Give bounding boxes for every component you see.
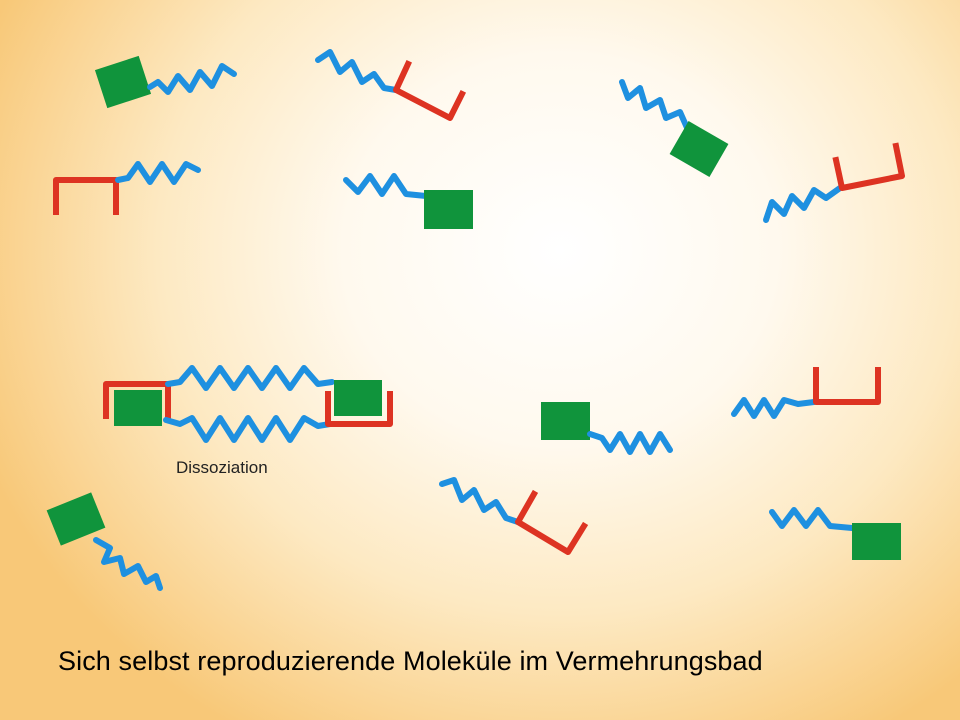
red-bracket-template <box>325 391 393 427</box>
molecule-block-top-right <box>619 79 729 177</box>
dissociation-label: Dissoziation <box>176 458 268 477</box>
molecule-block-center-right <box>541 402 673 455</box>
red-bracket-template <box>515 489 589 555</box>
molecule-block-center <box>343 173 473 229</box>
molecule-bracket-top-center <box>315 49 467 121</box>
red-bracket-template <box>53 177 119 215</box>
green-block <box>94 55 152 109</box>
wavy-chain <box>147 63 237 95</box>
wavy-chain <box>763 185 843 223</box>
molecule-block-top-left <box>94 55 237 109</box>
green-block <box>852 523 901 560</box>
dimer-complex <box>103 365 393 443</box>
molecule-bracket-right-middle <box>731 367 881 419</box>
wavy-chain-lower <box>163 415 333 443</box>
green-block <box>424 190 473 229</box>
molecule-bracket-left <box>53 161 201 215</box>
molecule-bracket-bottom-center <box>439 477 589 555</box>
wavy-chain <box>439 477 521 525</box>
wavy-chain <box>769 507 855 531</box>
green-block <box>334 380 382 416</box>
red-bracket-template <box>832 142 905 191</box>
molecule-block-bottom-right <box>769 507 901 560</box>
molecule-bracket-right <box>763 142 905 223</box>
green-block <box>541 402 590 440</box>
wavy-chain <box>731 397 817 419</box>
red-bracket-template <box>393 60 467 121</box>
red-bracket-template <box>813 367 881 405</box>
wavy-chain <box>343 173 429 199</box>
molecule-block-bottom-left <box>46 492 163 591</box>
wavy-chain <box>115 161 201 185</box>
green-block <box>46 492 106 546</box>
wavy-chain <box>315 49 399 93</box>
wavy-chain-upper <box>165 365 335 391</box>
wavy-chain <box>587 431 673 455</box>
wavy-chain <box>619 79 691 133</box>
wavy-chain <box>93 537 163 591</box>
red-bracket-template <box>103 381 171 419</box>
green-block <box>669 121 729 177</box>
caption: Sich selbst reproduzierende Moleküle im … <box>58 646 763 676</box>
green-block <box>114 390 162 426</box>
